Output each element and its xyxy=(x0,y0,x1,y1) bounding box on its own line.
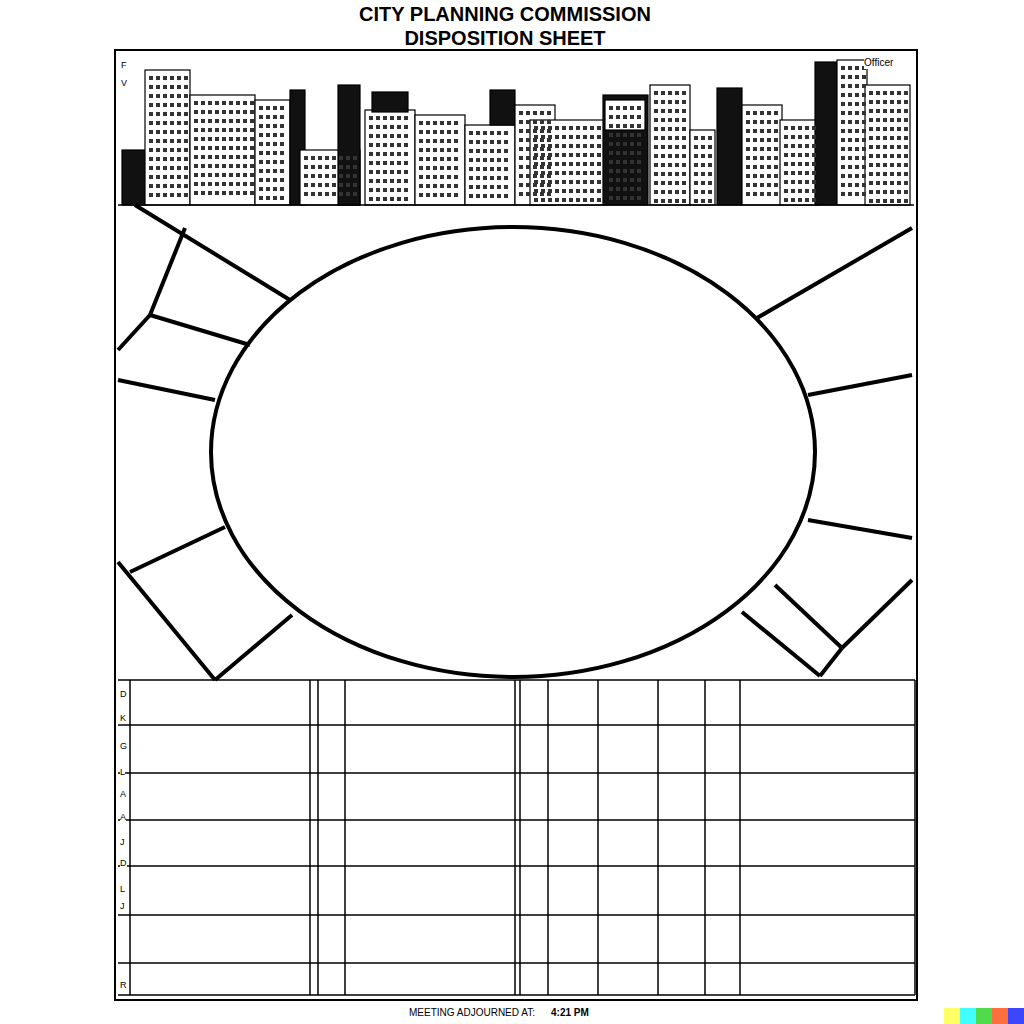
officer-label: Officer xyxy=(864,57,893,69)
table-ellipse xyxy=(211,227,815,677)
margin-letter: V xyxy=(121,78,127,88)
sheet-border xyxy=(115,50,917,1000)
colour-marks xyxy=(944,1008,1024,1024)
adjourned-time: 4:21 PM xyxy=(551,1007,589,1019)
skyline-illustration xyxy=(122,60,910,205)
margin-letter: F xyxy=(121,60,127,70)
margin-letter: D xyxy=(120,689,127,699)
margin-letter: L xyxy=(120,767,125,777)
adjourned-label: MEETING ADJOURNED AT: xyxy=(409,1007,535,1019)
margin-letter: K xyxy=(120,713,126,723)
margin-letter: J xyxy=(120,837,125,847)
disposition-table xyxy=(118,680,915,995)
margin-letter: D xyxy=(120,858,127,868)
skyline-base xyxy=(118,204,914,206)
seating-lines xyxy=(118,205,912,680)
margin-letter: L xyxy=(120,884,125,894)
margin-letter: R xyxy=(120,980,127,990)
margin-letter: A xyxy=(120,812,126,822)
margin-letter: J xyxy=(120,901,125,911)
sheet-title: CITY PLANNING COMMISSION DISPOSITION SHE… xyxy=(335,2,675,50)
margin-letter: G xyxy=(120,741,127,751)
margin-letter: A xyxy=(120,789,126,799)
